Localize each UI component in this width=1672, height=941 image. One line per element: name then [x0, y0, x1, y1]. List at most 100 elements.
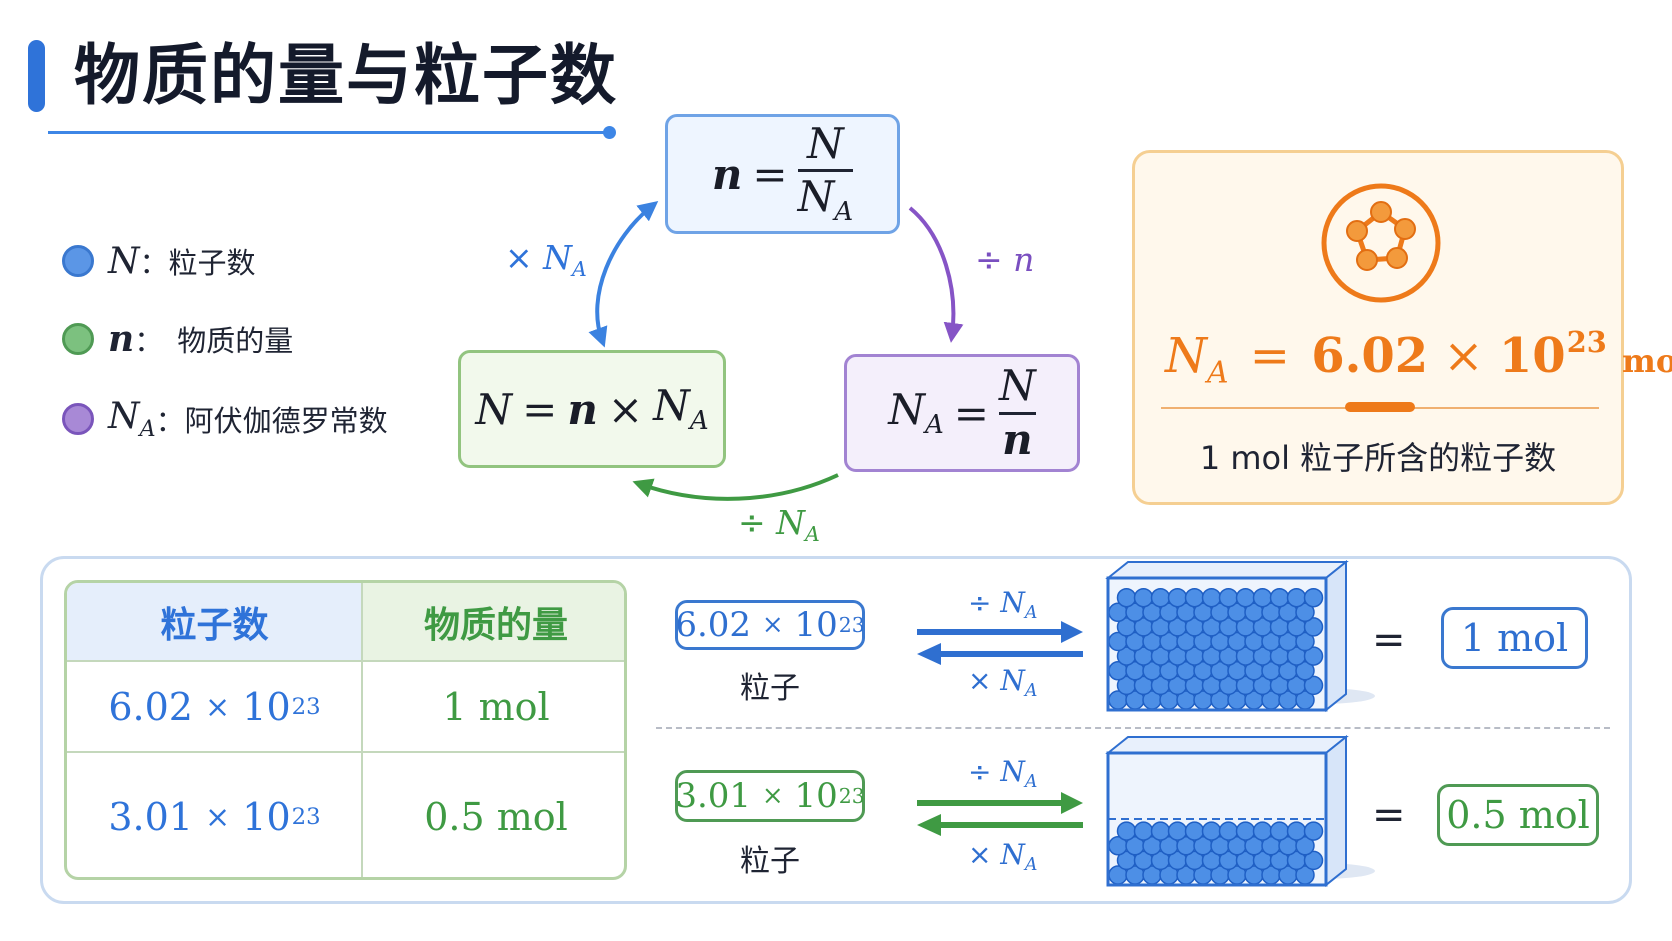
formula-symbol: n: [567, 384, 598, 434]
formula-symbol: n: [711, 149, 743, 199]
example-1-unit-label: 粒子: [740, 671, 800, 706]
particle: [1303, 617, 1324, 637]
example-2-result: 0.5 mol: [1437, 784, 1599, 846]
avogadro-caption: 1 mol 粒子所含的粒子数: [1199, 439, 1557, 477]
particle: [1184, 587, 1205, 608]
particle: [1150, 821, 1171, 841]
particle: [1286, 821, 1307, 841]
legend-item-particles: N ： 粒子数: [62, 240, 256, 282]
particle: [1286, 587, 1307, 608]
legend-symbol: N: [108, 240, 140, 282]
particle: [1116, 587, 1137, 608]
legend-dot-green: [62, 323, 94, 355]
title-accent-bar: [28, 40, 45, 112]
title-underline: [48, 131, 608, 134]
formula-box-left: N = n × NA: [458, 350, 726, 468]
particle: [1150, 587, 1171, 608]
table-row-2-amount: 0.5 mol: [424, 795, 568, 839]
legend-item-amount: n ： 物质的量: [62, 318, 293, 360]
cycle-label-bottom: ÷ NA: [738, 503, 820, 547]
table-header-amount: 物质的量: [362, 583, 624, 661]
example-2-unit-label: 粒子: [740, 844, 800, 879]
table-header-particles: 粒子数: [67, 583, 362, 661]
particle: [1303, 646, 1324, 666]
particle: [1218, 587, 1239, 608]
particle: [1235, 587, 1256, 608]
table-divider: [67, 751, 624, 753]
legend-colon: ：: [139, 246, 169, 280]
example-2-top-op: ÷ NA: [968, 755, 1038, 793]
particle: [1295, 661, 1315, 681]
legend-text: 阿伏伽德罗常数: [184, 403, 388, 438]
formula-symbol: N: [475, 384, 513, 434]
formula-equals: =: [953, 388, 989, 438]
cycle-label-left: × NA: [505, 238, 587, 282]
legend-text: 物质的量: [177, 324, 294, 358]
avogadro-value: NA = 6.02 × 1023 mol−1: [1165, 325, 1672, 391]
table-row-1-amount: 1 mol: [442, 685, 550, 729]
avogadro-constant-card: NA = 6.02 × 1023 mol−1 1 mol 粒子所含的粒子数: [1132, 150, 1672, 505]
particle: [1167, 821, 1188, 841]
particle: [1184, 821, 1205, 841]
particle: [1252, 587, 1273, 608]
cycle-label-right: ÷ n: [975, 240, 1035, 279]
example-1-bottom-op: × NA: [968, 664, 1038, 702]
example-1-result: 1 mol: [1441, 607, 1588, 669]
example-1-equals: =: [1372, 617, 1406, 663]
particle: [1201, 587, 1222, 608]
legend-dot-purple: [62, 402, 94, 435]
legend-symbol: n: [108, 318, 135, 360]
particle: [1295, 602, 1315, 623]
particle: [1218, 821, 1239, 841]
examples-separator: [656, 727, 1610, 729]
particle: [1252, 821, 1273, 841]
formula-box-top: n = N NA: [665, 114, 900, 234]
particle: [1116, 821, 1137, 841]
particle: [1201, 821, 1222, 841]
example-1-arrows: [917, 621, 1083, 665]
molecule-icon: [1321, 183, 1441, 303]
table-divider-vertical: [361, 583, 363, 877]
legend-colon: ：: [155, 403, 185, 438]
particle: [1303, 587, 1324, 608]
legend-colon: ：: [134, 324, 164, 358]
legend-symbol: NA: [108, 396, 156, 442]
formula-equals: =: [522, 384, 558, 434]
particle: [1167, 587, 1188, 608]
formula-times: ×: [607, 384, 644, 434]
particle: [1235, 821, 1256, 841]
formula-box-right: NA = N n: [844, 354, 1080, 472]
arrow-right-down: [908, 206, 964, 343]
particle: [1269, 587, 1290, 608]
formula-symbol: NA: [653, 381, 709, 437]
card-divider-accent: [1345, 402, 1415, 412]
formula-fraction: N NA: [797, 118, 854, 227]
legend-text: 粒子数: [168, 246, 256, 280]
example-2-bottom-op: × NA: [968, 838, 1038, 876]
particle: [1303, 675, 1324, 696]
title-underline-dot: [603, 126, 616, 139]
particle: [1295, 836, 1315, 856]
particle: [1295, 631, 1315, 652]
example-2-equals: =: [1372, 792, 1406, 838]
particle-box-half: [1105, 735, 1375, 888]
particle: [1303, 850, 1324, 871]
formula-symbol: NA: [888, 385, 944, 441]
example-2-arrows: [917, 792, 1083, 836]
particle: [1303, 821, 1324, 841]
legend-item-avogadro: NA ： 阿伏伽德罗常数: [62, 396, 388, 442]
particle: [1269, 821, 1290, 841]
page-title: 物质的量与粒子数: [74, 37, 618, 114]
arrow-left-bidirectional: [588, 200, 659, 348]
particle-box-full: [1105, 560, 1375, 713]
legend-dot-blue: [62, 245, 94, 277]
formula-fraction: N n: [999, 361, 1036, 464]
arrow-bottom-left: [632, 473, 839, 501]
example-1-top-op: ÷ NA: [968, 586, 1038, 624]
